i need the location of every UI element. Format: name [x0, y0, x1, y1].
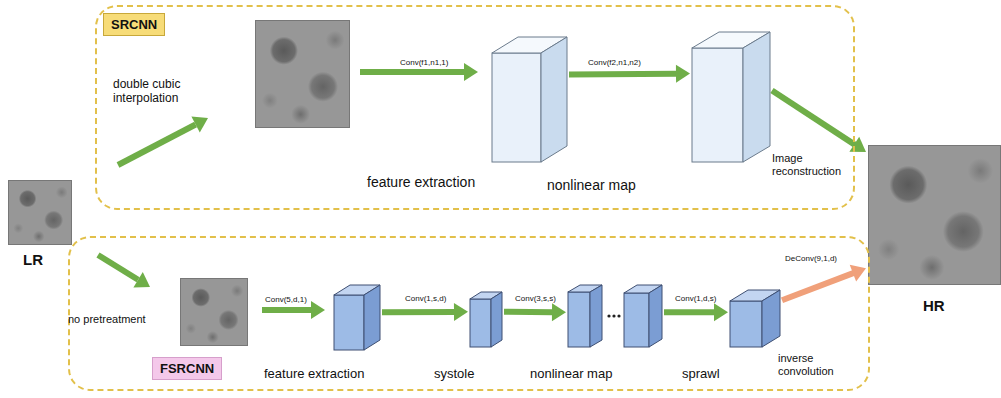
arrow-head: [133, 272, 150, 287]
cube-front: [334, 295, 364, 350]
cube-shape: [624, 285, 662, 347]
input-image: [180, 278, 248, 346]
feature-map-cube: feature extraction: [334, 285, 380, 350]
flow-arrow: [772, 91, 866, 153]
cube-front: [568, 292, 590, 347]
node-shape: [470, 292, 502, 347]
arrow-head: [454, 303, 468, 321]
arrow-head: [714, 303, 728, 321]
annotation-label: Conv(5,d,1): [265, 295, 307, 304]
node-caption: feature extraction: [264, 367, 364, 382]
arrow-shaft: [569, 71, 677, 78]
node-caption: systole: [434, 367, 474, 382]
cube-shape: [470, 292, 502, 347]
edge-label: DeConv(9,1,d): [785, 254, 837, 263]
cube-side: [541, 37, 567, 162]
annotation-label: inverse convolution: [778, 352, 858, 377]
node-caption: nonlinear map: [547, 177, 636, 193]
annotation-label: no pretreatment: [68, 313, 146, 326]
edge-label: Conv(1,s,d): [405, 294, 446, 303]
feature-map-cube: sprawl: [730, 290, 780, 347]
image-node: HR: [868, 145, 1001, 285]
arrow-head: [311, 301, 325, 319]
flow-arrow: [664, 303, 728, 321]
cube-front: [470, 299, 491, 347]
cube-side: [590, 285, 602, 347]
feature-map-cube: feature extraction: [492, 37, 567, 162]
edge-label: Conv(f2,n1,n2): [588, 58, 641, 67]
cube-shape: [692, 32, 770, 162]
node-shape: [730, 290, 780, 347]
arrow-shaft: [664, 309, 715, 315]
arrow-head: [676, 65, 690, 83]
node-shape: [492, 37, 567, 162]
node-caption: nonlinear map: [530, 367, 612, 382]
arrow-head: [191, 117, 208, 133]
network-tag: FSRCNN: [152, 357, 222, 380]
cube-side: [762, 290, 780, 347]
edge-label: Conv(1,d,s): [675, 294, 716, 303]
cube-front: [692, 48, 743, 162]
arrow-shaft: [360, 69, 464, 75]
arrow-shaft: [118, 125, 196, 166]
flow-arrow: [382, 303, 468, 321]
input-arrow: [98, 255, 150, 287]
upscaled-image: [255, 20, 350, 128]
ellipsis-dot: [617, 314, 620, 317]
network-region: FSRCNN feature extraction systole nonlinear…: [68, 236, 870, 391]
feature-map-cube: systole: [470, 292, 502, 347]
cube-side: [491, 292, 502, 347]
cube-shape: [568, 285, 602, 347]
arrow-head: [849, 137, 866, 152]
cube-side: [364, 285, 380, 350]
cube-front: [624, 293, 649, 347]
arrow-head: [850, 265, 866, 282]
cube-shape: [334, 285, 380, 350]
edge-label: Image reconstruction: [772, 152, 852, 177]
ellipsis-dot: [607, 314, 610, 317]
arrow-head: [464, 63, 478, 81]
cube-shape: [492, 37, 567, 162]
node-caption: LR: [23, 251, 43, 268]
network-region: SRCNN feature extraction nonlinear map: [95, 5, 855, 210]
cube-shape: [730, 290, 780, 347]
flow-arrow: [782, 265, 866, 300]
image-node: LR: [8, 180, 72, 245]
cube-front: [492, 53, 541, 162]
ellipsis-dot: [612, 314, 615, 317]
cube-side: [743, 32, 770, 162]
annotation-label: Conv(f1,n1,1): [400, 58, 448, 67]
interpolation-arrow: [118, 117, 208, 166]
arrow-shaft: [382, 309, 455, 315]
flow-arrow: [504, 303, 566, 321]
node-shape: [692, 32, 770, 162]
node-caption: HR: [923, 297, 945, 314]
arrow-shaft: [772, 91, 855, 145]
cube-side: [649, 285, 662, 347]
node-shape: [568, 285, 662, 347]
node-caption: feature extraction: [367, 174, 475, 190]
cube-front: [730, 301, 762, 347]
arrow-shaft: [262, 307, 311, 313]
edge-label: Conv(3,s,s): [515, 294, 556, 303]
feature-map-stack: nonlinear map: [568, 285, 662, 347]
arrow-shaft: [504, 309, 553, 315]
arrow-shaft: [782, 273, 854, 300]
feature-map-cube: nonlinear map: [692, 32, 770, 162]
network-tag: SRCNN: [103, 13, 165, 36]
flow-arrow: [569, 65, 690, 83]
arrow-head: [552, 303, 566, 321]
node-caption: sprawl: [682, 367, 720, 382]
annotation-label: double cubic interpolation: [113, 78, 213, 106]
arrow-shaft: [98, 255, 138, 280]
node-shape: [334, 285, 380, 350]
